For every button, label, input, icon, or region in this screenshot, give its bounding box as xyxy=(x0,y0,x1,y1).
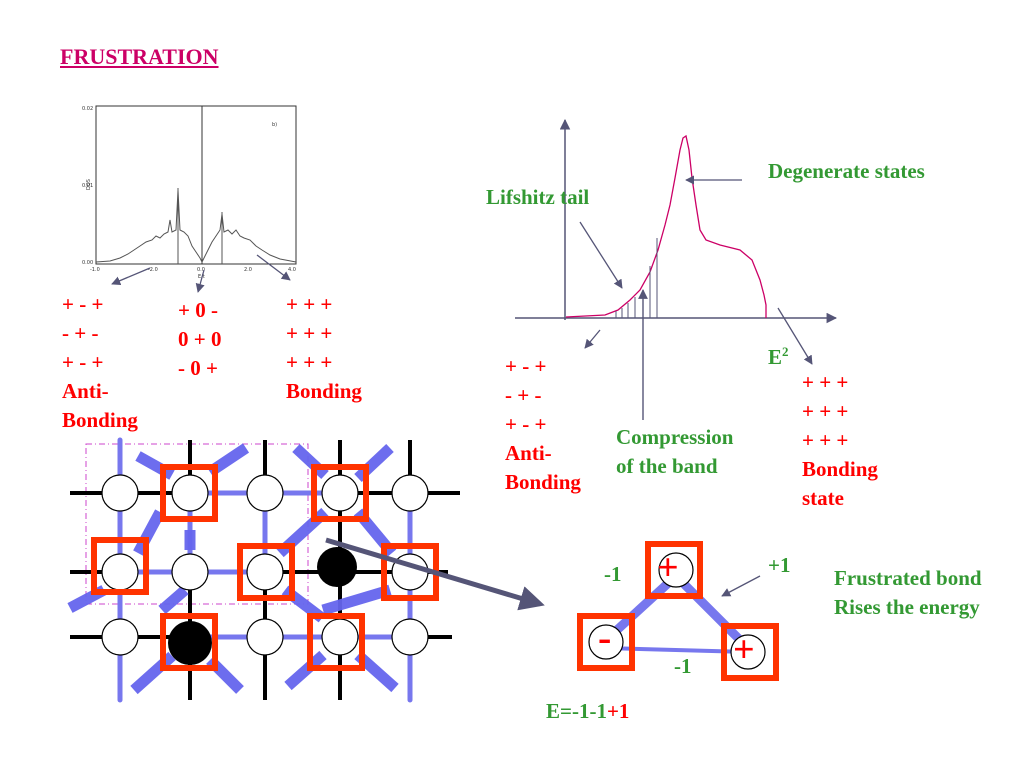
arrow-to-bonding-state xyxy=(777,307,813,365)
bonding-pattern-left: + + + + + + + + + Bonding xyxy=(286,292,362,403)
arrow-to-right-antibonding xyxy=(584,329,601,349)
site-sign-right: + xyxy=(733,629,755,671)
dos-plot-frame xyxy=(95,105,297,265)
dos-panel-label: b) xyxy=(272,122,277,128)
arrow-to-bonding xyxy=(256,254,291,281)
bonding-state-pattern: + + + + + + + + + Bonding state xyxy=(802,370,878,510)
dos-ytick-mid: 0.01 xyxy=(82,183,93,189)
frustrated-bond-note: Frustrated bond Rises the energy xyxy=(834,566,982,619)
dos-xtick-0: -1.0 xyxy=(90,267,100,273)
bond-top-right xyxy=(672,572,752,652)
zoom-arrow xyxy=(325,537,545,611)
band-sketch xyxy=(515,118,838,420)
dos-xtick-1: -2.0 xyxy=(148,267,158,273)
bond-label-top-right: +1 xyxy=(768,553,791,577)
bond-label-top-left: -1 xyxy=(604,562,622,586)
middle-pattern: + 0 - 0 + 0 - 0 + xyxy=(178,298,222,380)
antibonding-pattern-right: + - + - + - + - + Anti- Bonding xyxy=(505,354,581,494)
dos-ytick-bottom: 0.00 xyxy=(82,260,93,266)
site-sign-left: - xyxy=(598,615,612,660)
dos-xtick-2: 0.0 xyxy=(197,267,205,273)
sketch-dos-curve xyxy=(565,134,767,318)
dos-spectrum-curve xyxy=(95,189,297,264)
lifshitz-arrow xyxy=(579,221,623,289)
e-squared-label: E2 xyxy=(768,344,789,369)
dos-ytick-top: 0.02 xyxy=(82,106,93,112)
dos-xtick-3: 2.0 xyxy=(244,267,252,273)
compression-label: Compression of the band xyxy=(616,425,734,478)
filled-site xyxy=(168,621,212,665)
lattice xyxy=(67,437,545,703)
site-sign-top: + xyxy=(657,547,679,589)
frustrated-triangle xyxy=(577,541,779,681)
lifshitz-tail-label: Lifshitz tail xyxy=(486,185,590,209)
slide-title: FRUSTRATION xyxy=(60,44,219,69)
triangle-red-squares xyxy=(577,541,779,681)
dos-xtick-4: 4.0 xyxy=(288,267,296,273)
dos-plot: 0.02 0.01 0.00 -1.0 -2.0 0.0 2.0 4.0 E/t… xyxy=(82,105,297,280)
bond-label-bottom: -1 xyxy=(674,654,692,678)
frustrated-bond-arrow xyxy=(721,575,761,597)
arrow-to-antibonding xyxy=(111,267,151,286)
lattice-sites xyxy=(101,474,429,656)
dos-ylabel: DOS xyxy=(86,179,92,190)
degenerate-states-label: Degenerate states xyxy=(768,159,925,183)
arrow-to-middle xyxy=(195,269,205,293)
filled-site xyxy=(317,547,357,587)
energy-equation: E=-1-1+1 xyxy=(546,699,630,723)
antibonding-pattern-left: + - + - + - + - + Anti- Bonding xyxy=(62,292,138,432)
